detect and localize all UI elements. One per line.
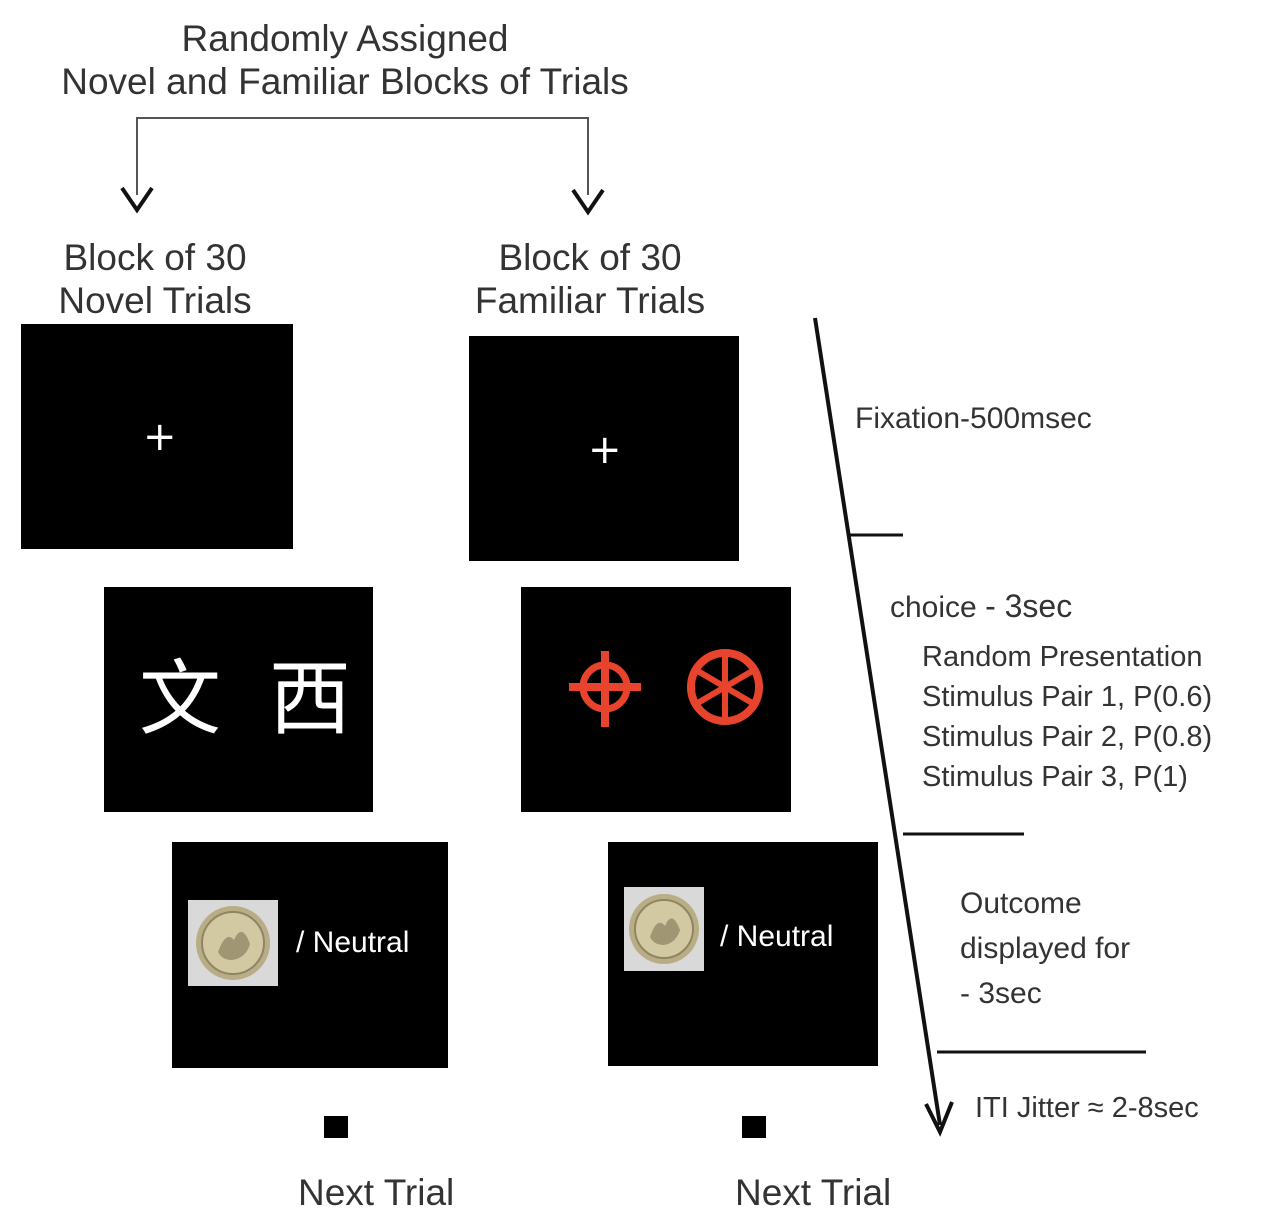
timeline-arrow-head <box>924 1101 954 1137</box>
outcome-line: displayed for <box>960 932 1131 965</box>
timeline-iti-label: ITI Jitter ≈ 2-8sec <box>975 1092 1199 1124</box>
header-line-2: Novel and Familiar Blocks of Trials <box>61 60 629 102</box>
familiar-outcome-screen: / Neutral <box>608 842 878 1066</box>
familiar-fixation-screen: + <box>469 336 739 561</box>
novel-title-line-1: Block of 30 <box>63 237 247 278</box>
choice-detail-line: Stimulus Pair 3, P(1) <box>922 761 1188 793</box>
outcome-line: Outcome <box>960 887 1082 920</box>
branch-connector <box>136 117 589 195</box>
familiar-outcome-label: / Neutral <box>720 920 834 953</box>
diagram-header: Randomly Assigned Novel and Familiar Blo… <box>0 18 690 103</box>
choice-detail-line: Stimulus Pair 1, P(0.6) <box>922 681 1213 713</box>
novel-title-line-2: Novel Trials <box>58 279 252 321</box>
familiar-next-trial-marker <box>742 1116 766 1138</box>
choice-word: choice <box>890 591 977 624</box>
novel-outcome-screen: / Neutral <box>172 842 448 1068</box>
outcome-line: - 3sec <box>960 977 1042 1010</box>
familiar-title-line-1: Block of 30 <box>498 237 682 278</box>
coin-icon <box>629 894 699 964</box>
timeline-outcome-label: Outcome displayed for - 3sec <box>960 881 1130 1016</box>
familiar-stimulus-screen <box>521 587 791 812</box>
novel-next-trial-label: Next Trial <box>298 1172 455 1213</box>
choice-duration: - 3sec <box>985 588 1073 624</box>
header-line-1: Randomly Assigned <box>181 18 509 59</box>
wheel-icon <box>687 649 763 725</box>
familiar-stimulus-shapes <box>569 649 763 727</box>
timeline-choice-label: choice - 3sec <box>890 588 1072 626</box>
timeline-choice-details: Random Presentation Stimulus Pair 1, P(0… <box>922 637 1212 797</box>
choice-detail-line: Random Presentation <box>922 641 1203 673</box>
novel-stimulus-char-1: 文 <box>139 652 222 747</box>
coin-image <box>624 887 704 971</box>
arrow-head-familiar <box>571 188 605 216</box>
familiar-block-title: Block of 30 Familiar Trials <box>440 237 740 322</box>
novel-fixation-screen: + <box>21 324 293 549</box>
coin-image <box>188 900 278 986</box>
fixation-cross: + <box>143 414 177 460</box>
fixation-cross: + <box>588 427 622 473</box>
familiar-next-trial-label: Next Trial <box>735 1172 892 1213</box>
arrow-head-novel <box>120 186 154 214</box>
novel-next-trial-marker <box>324 1116 348 1138</box>
crosshair-icon <box>569 651 641 727</box>
timeline-fixation-label: Fixation-500msec <box>855 402 1092 435</box>
coin-icon <box>196 906 270 980</box>
novel-stimulus-screen: 文 西 <box>104 587 373 812</box>
novel-outcome-label: / Neutral <box>296 926 410 959</box>
familiar-title-line-2: Familiar Trials <box>474 279 706 321</box>
choice-detail-line: Stimulus Pair 2, P(0.8) <box>922 721 1213 753</box>
novel-block-title: Block of 30 Novel Trials <box>10 237 300 322</box>
novel-stimulus-char-2: 西 <box>269 652 352 747</box>
